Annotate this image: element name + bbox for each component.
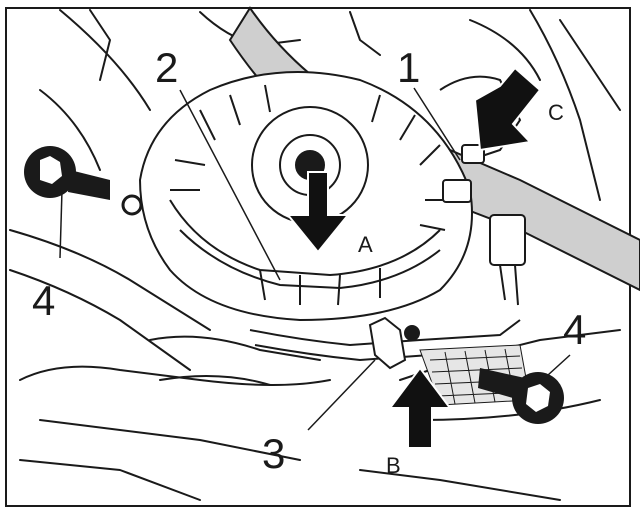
hose-clip-3 [368,316,420,370]
bolt-right-icon [478,368,564,424]
label-a: A [358,232,373,257]
leader-4-right [547,354,571,376]
electrical-connector [489,214,526,306]
callout-2: 2 [155,44,178,91]
callout-4-right: 4 [563,306,586,353]
hose-clip-1 [442,144,485,203]
background-bracket-top [199,11,381,56]
cross-member [149,335,321,386]
arrow-b-icon [388,366,452,449]
leader-2 [179,89,281,281]
label-c: C [548,100,564,125]
leader-4-left [59,189,63,259]
left-arm-tube [9,229,211,371]
callout-1: 1 [397,44,420,91]
callout-3: 3 [262,430,285,477]
bolt-left-icon [24,146,110,200]
background-frame-left [39,9,151,171]
leader-3 [307,359,376,431]
background-frame-right [469,9,621,201]
arrow-c-icon [473,66,542,152]
label-b: B [386,453,401,478]
callout-4-left: 4 [32,277,55,324]
arrow-a-icon [285,171,351,254]
housing-bolt-left [121,194,143,216]
leader-1 [413,87,461,161]
lower-subframe [19,365,331,501]
